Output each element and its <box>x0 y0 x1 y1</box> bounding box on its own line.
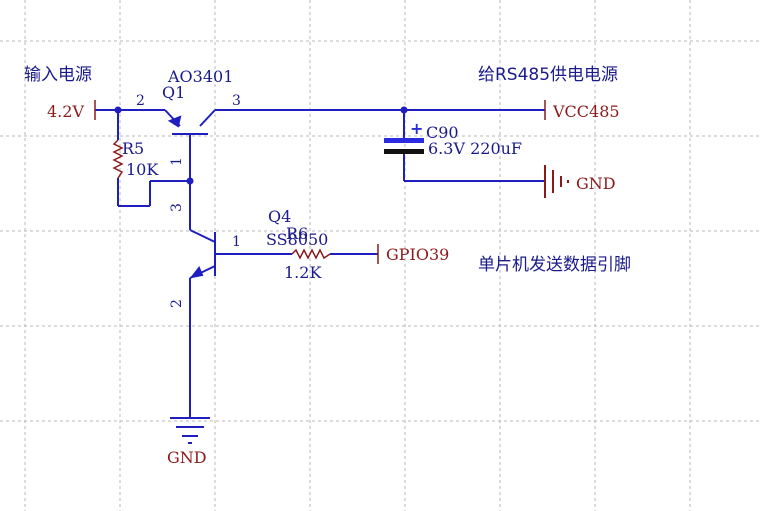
q4-pin-base: 1 <box>232 234 241 250</box>
q1-value: AO3401 <box>167 67 233 86</box>
net-vcc485[interactable]: VCC485 <box>552 102 620 121</box>
junction-vcc485 <box>400 106 408 114</box>
junctions <box>114 106 408 185</box>
q4-value: SS8050 <box>266 230 328 249</box>
c90-capacitor-symbol[interactable] <box>384 138 424 154</box>
q4-transistor-symbol[interactable] <box>189 229 216 279</box>
q4-pin-emitter: 2 <box>169 299 185 308</box>
junction-gate <box>186 177 194 185</box>
net-gnd-bottom[interactable]: GND <box>167 448 207 467</box>
net-gpio39[interactable]: GPIO39 <box>386 245 449 264</box>
r6-resistor-symbol[interactable] <box>291 248 331 260</box>
r5-ref: R5 <box>122 139 144 158</box>
q1-pin-source: 2 <box>136 93 145 109</box>
q4-pin-collector: 3 <box>169 203 185 212</box>
q1-pin-drain: 3 <box>232 93 241 109</box>
net-ports <box>94 100 546 264</box>
c90-plus: + <box>410 119 423 138</box>
net-gnd-right[interactable]: GND <box>576 174 616 193</box>
r6-value: 1.2K <box>284 263 322 282</box>
mcu-pin-label: 单片机发送数据引脚 <box>478 255 631 275</box>
q1-mosfet-symbol[interactable] <box>164 109 216 140</box>
net-vin[interactable]: 4.2V <box>47 102 84 121</box>
q1-ref: Q1 <box>162 83 185 102</box>
gnd-bottom-icon <box>170 417 210 444</box>
r5-value: 10K <box>126 160 159 179</box>
r6-ref: R6 <box>286 224 308 243</box>
junction-vin <box>114 106 122 114</box>
rs485-power-label: 给RS485供电电源 <box>478 65 618 85</box>
gnd-right-icon <box>544 165 569 198</box>
wires <box>95 109 545 418</box>
q1-pin-gate: 1 <box>169 157 185 166</box>
input-power-label: 输入电源 <box>24 65 92 85</box>
c90-ref: C90 <box>426 123 459 142</box>
c90-value: 6.3V 220uF <box>428 139 522 158</box>
r5-resistor-symbol[interactable] <box>112 139 124 179</box>
q4-ref: Q4 <box>268 207 291 226</box>
